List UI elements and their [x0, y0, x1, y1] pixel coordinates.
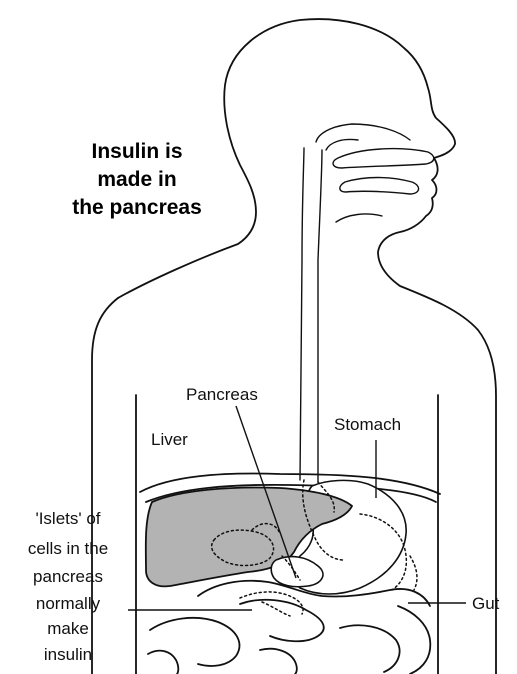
stomach-label: Stomach [334, 415, 401, 434]
islets-label-line-1: 'Islets' of [35, 509, 100, 528]
islets-label-line-2: cells in the [28, 539, 108, 558]
nasal-cavity [333, 149, 434, 168]
gut-loop-5 [148, 651, 178, 674]
pharynx-curve [326, 139, 358, 150]
islets-label-line-5: make [47, 619, 89, 638]
gut-loop-6 [260, 649, 297, 674]
left-arm-outline [92, 298, 118, 674]
gut-loop-2 [150, 618, 239, 666]
dotted-stomach-inner-2 [410, 556, 417, 590]
dotted-pancreas-duct-2 [262, 602, 290, 616]
gut-label: Gut [472, 594, 500, 613]
oral-cavity-inner [336, 214, 382, 222]
liver-label: Liver [151, 430, 188, 449]
title-line-3: the pancreas [72, 196, 202, 219]
islets-label-line-6: insulin [44, 645, 92, 664]
gut-loop-4 [340, 625, 400, 672]
pancreas-label: Pancreas [186, 385, 258, 404]
esophagus-right [318, 150, 322, 482]
islets-label-line-3: pancreas [33, 567, 103, 586]
tongue [340, 178, 419, 195]
esophagus [300, 148, 304, 480]
pharynx-left [316, 124, 410, 142]
gut-loop-3 [398, 606, 430, 674]
title-line-2: made in [97, 168, 176, 191]
gut-loop-1 [240, 600, 324, 642]
islets-label-line-4: normally [36, 594, 101, 613]
title-line-1: Insulin is [91, 140, 182, 163]
